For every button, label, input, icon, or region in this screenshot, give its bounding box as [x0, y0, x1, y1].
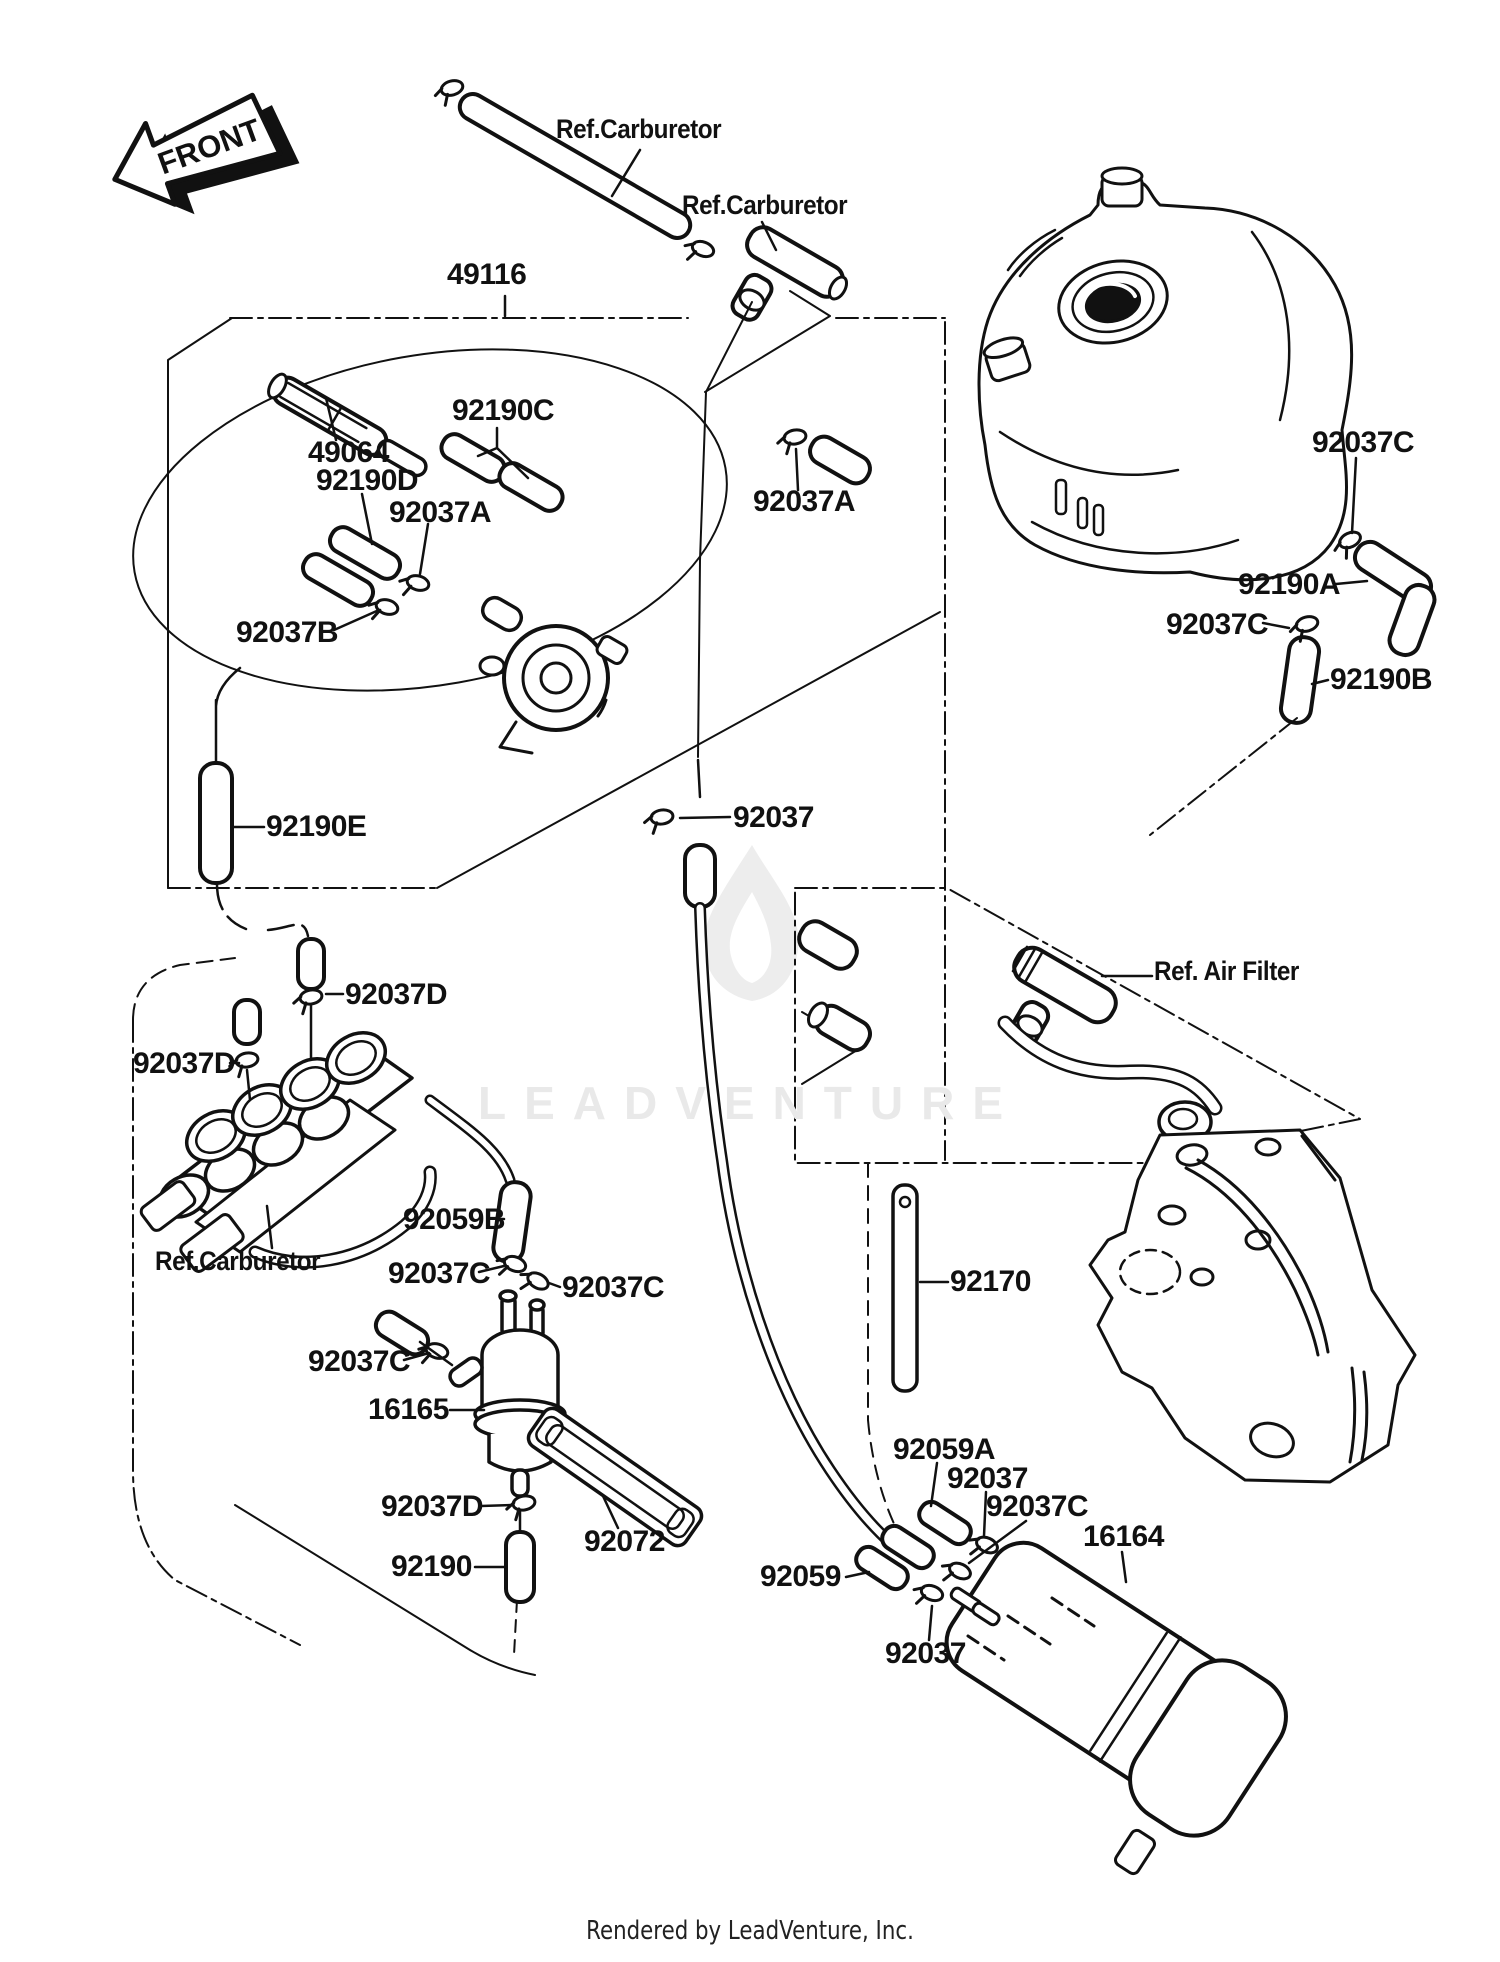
label-num-92170: 92170 [950, 1265, 1031, 1298]
label-num-49116: 49116 [447, 258, 527, 291]
label-ref-carburetor-3: Ref.Carburetor [155, 1246, 321, 1276]
tube-near-92037A2 [808, 434, 872, 486]
label-num-92037D-3: 92037D [381, 1490, 484, 1523]
region-carburetor-boundary [132, 957, 536, 1676]
tube-92190E [198, 666, 310, 938]
label-num-92037D-1: 92037D [345, 978, 448, 1011]
label-ref-carburetor-1: Ref.Carburetor [556, 114, 722, 144]
carb-vent-tubes [226, 937, 326, 1102]
tank-damper [982, 166, 1144, 383]
label-num-92037D-2: 92037D [133, 1047, 236, 1080]
watermark-text: LEADVENTURE [478, 1077, 1022, 1129]
label-num-92037C-4: 92037C [562, 1271, 665, 1304]
label-num-92190: 92190 [391, 1550, 472, 1583]
front-direction-arrow: FRONT [112, 92, 300, 215]
label-num-92037C-tank: 92037C [1312, 426, 1415, 459]
label-num-92037-mid: 92037 [733, 801, 814, 834]
main-hose-route [694, 902, 900, 1551]
canister-tubes [854, 1499, 1002, 1613]
label-num-16165: 16165 [368, 1393, 449, 1426]
label-num-92059: 92059 [760, 1560, 841, 1593]
label-num-92190C: 92190C [452, 394, 555, 427]
leader-lines [228, 148, 1369, 1642]
label-num-92037A-1: 92037A [389, 496, 492, 529]
label-num-92037A-2: 92037A [753, 485, 856, 518]
label-num-92037B: 92037B [236, 616, 339, 649]
region-air-filter [794, 887, 1361, 1164]
label-num-92190E: 92190E [266, 810, 367, 843]
label-num-92037-2: 92037 [947, 1462, 1028, 1495]
label-num-92190D: 92190D [316, 464, 419, 497]
label-ref-air-filter: Ref. Air Filter [1154, 956, 1299, 986]
label-num-92037C-3: 92037C [388, 1257, 491, 1290]
fuel-filter-16165 [448, 1289, 567, 1534]
flame-icon [703, 845, 799, 1001]
canister-16164 [944, 1540, 1288, 1876]
footer-credit: Rendered by LeadVenture, Inc. [586, 1916, 914, 1946]
strap-92072 [526, 1406, 704, 1548]
fuel-tank [977, 166, 1354, 582]
label-num-16164: 16164 [1083, 1520, 1164, 1553]
label-num-92059A: 92059A [893, 1433, 996, 1466]
label-num-92059B: 92059B [403, 1203, 506, 1236]
t-fitting-top [730, 225, 849, 322]
label-num-92037-3: 92037 [885, 1637, 966, 1670]
band-92170 [891, 1183, 919, 1393]
label-num-92190B: 92190B [1330, 663, 1433, 696]
fuel-pump [478, 595, 629, 755]
label-num-92190A: 92190A [1238, 568, 1341, 601]
label-num-92037C-2: 92037C [1166, 608, 1269, 641]
filler-cap [1057, 259, 1169, 345]
label-num-92037C-5: 92037C [308, 1345, 411, 1378]
label-ref-carburetor-2: Ref.Carburetor [682, 190, 848, 220]
frame-bracket-part [1088, 1128, 1417, 1484]
region-49116-boundary [132, 290, 946, 1161]
label-num-92072: 92072 [584, 1525, 665, 1558]
tube-92190C [439, 432, 565, 513]
label-num-49064: 49064 [308, 436, 389, 469]
label-num-92037C-6: 92037C [986, 1490, 1089, 1523]
fuel-hose-top [431, 76, 718, 269]
tube-92059B [373, 1094, 553, 1370]
carburetor-assembly [139, 1031, 437, 1273]
hose-92190A [1329, 527, 1437, 658]
